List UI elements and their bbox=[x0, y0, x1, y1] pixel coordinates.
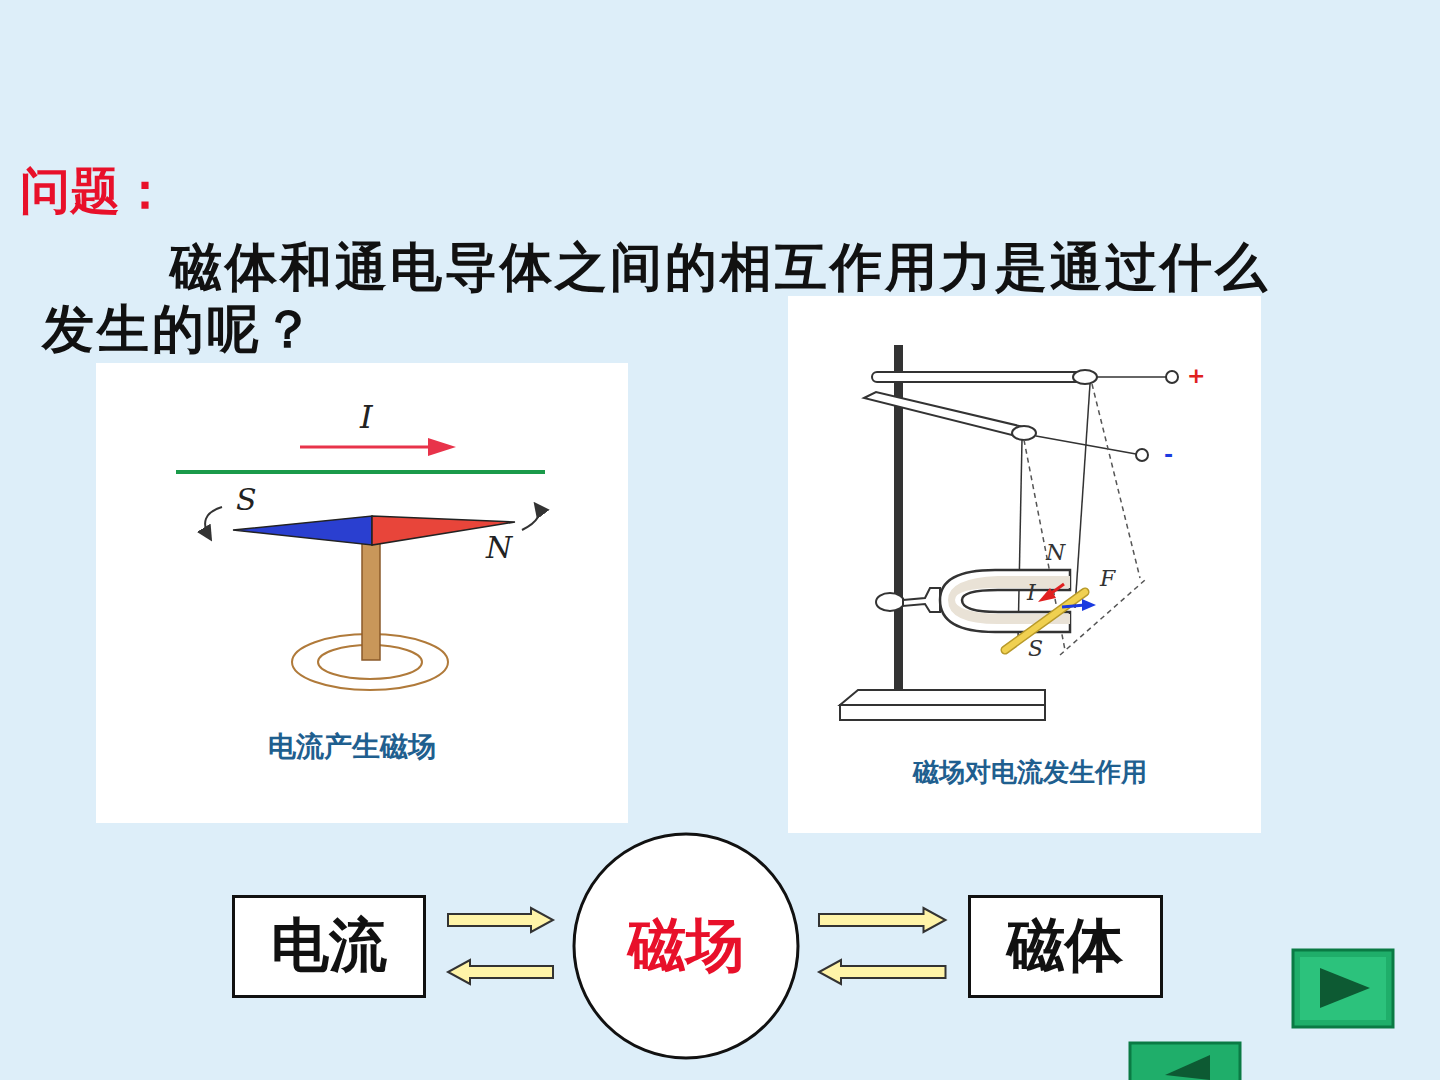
node-text: 电流 bbox=[271, 907, 387, 985]
pole-label: S bbox=[1028, 636, 1043, 661]
current-symbol: I bbox=[360, 398, 373, 436]
double-arrow bbox=[819, 960, 946, 984]
pole-label: S bbox=[236, 482, 257, 517]
force-symbol: F bbox=[1100, 566, 1115, 591]
figure-caption: 电流产生磁场 bbox=[268, 728, 436, 766]
terminal-sign: - bbox=[1164, 442, 1173, 467]
double-arrow bbox=[819, 908, 946, 932]
node-text: 磁体 bbox=[1007, 907, 1123, 985]
current-symbol: I bbox=[1027, 580, 1036, 605]
figure-caption: 磁场对电流发生作用 bbox=[913, 755, 1147, 790]
double-arrow bbox=[448, 960, 553, 984]
node-text: 磁场 bbox=[628, 907, 744, 985]
pole-label: N bbox=[1046, 540, 1065, 565]
pole-label: N bbox=[486, 530, 512, 565]
question-text: 磁体和通电导体之间的相互作用力是通过什么发生的呢？ bbox=[42, 236, 1302, 360]
terminal-sign: + bbox=[1187, 363, 1205, 388]
double-arrow bbox=[448, 908, 553, 932]
slide-title: 问题： bbox=[20, 158, 170, 225]
concept-box: 电流 bbox=[232, 895, 426, 998]
concept-box: 磁体 bbox=[968, 895, 1163, 998]
field-circle: 磁场 bbox=[572, 832, 800, 1060]
